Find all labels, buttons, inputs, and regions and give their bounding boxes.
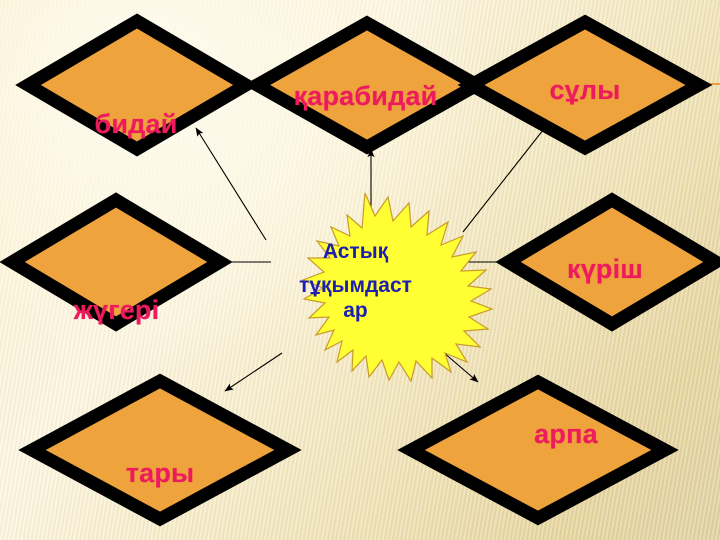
node-jugeri[interactable] [0, 192, 233, 332]
node-arpa[interactable] [397, 374, 679, 526]
connector-arrows [195, 124, 548, 392]
node-suly[interactable] [457, 14, 713, 156]
node-kurish[interactable] [495, 192, 720, 332]
arrow-center-to-tary [224, 352, 283, 392]
diamond-nodes [0, 13, 720, 527]
sunburst-shape [301, 192, 494, 383]
node-tary[interactable] [18, 373, 302, 527]
center-sunburst[interactable] [301, 192, 494, 383]
arrow-center-to-suly [462, 124, 548, 233]
arrow-center-to-bidai [195, 127, 267, 241]
node-bidai[interactable] [15, 13, 259, 157]
node-karabidai[interactable] [243, 15, 491, 155]
arrow-center-to-arpa [442, 351, 479, 383]
